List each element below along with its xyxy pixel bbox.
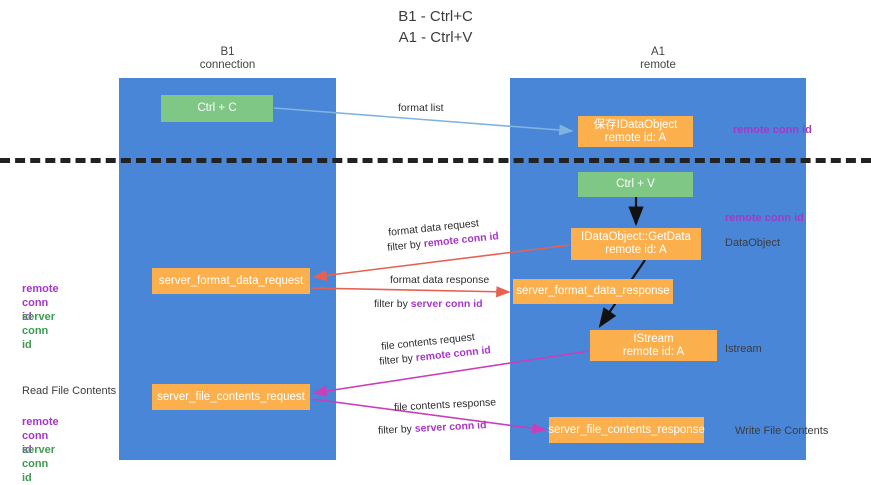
diagram-title: B1 - Ctrl+C A1 - Ctrl+V (398, 8, 473, 46)
filter-key-server-conn-id: server conn id (414, 419, 487, 435)
filter-prefix: filter by (378, 352, 417, 368)
annotation-left-remote-conn-id-2: remote conn id (22, 416, 59, 456)
annotation-left-remote-conn-id: remote conn id (22, 283, 59, 323)
node-idataobject-getdata[interactable]: IDataObject::GetData remote id: A (571, 228, 701, 260)
phase-divider (0, 158, 871, 163)
annotation-istream: Istream (725, 343, 762, 355)
node-server-file-contents-response[interactable]: server_file_contents_response (548, 417, 705, 443)
annotation-left-server-conn-id: server conn id (22, 311, 56, 351)
edge-label-format-data-response: format data response (390, 274, 490, 286)
edge-label-format-list: format list (398, 102, 444, 114)
diagram-canvas: B1 - Ctrl+C A1 - Ctrl+V B1 connection A1… (0, 8, 871, 484)
annotation-left-server-conn-id-2: server conn id (22, 444, 56, 484)
node-ctrl-c[interactable]: Ctrl + C (161, 95, 273, 122)
edge-format-data-response (310, 286, 511, 298)
filter-prefix: filter by (374, 298, 411, 310)
annotation-read-file-contents: Read File Contents (22, 385, 117, 397)
node-save-idataobject[interactable]: 保存IDataObject remote id: A (578, 116, 693, 147)
annotation-remote-conn-id-top: remote conn id (733, 124, 812, 136)
node-ctrl-v[interactable]: Ctrl + V (578, 172, 693, 197)
filter-prefix: filter by (377, 422, 416, 437)
edge-label-format-data-response-filter: filter by server conn id (374, 298, 483, 310)
swimlane-b1-header: B1 connection (199, 46, 256, 71)
node-server-format-data-request[interactable]: server_format_data_request (152, 268, 310, 294)
swimlane-a1-header: A1 remote (640, 46, 676, 71)
filter-prefix: filter by (386, 238, 425, 254)
annotation-remote-conn-id-mid: remote conn id (725, 212, 804, 224)
annotation-dataobject: DataObject (725, 237, 781, 249)
edge-label-file-contents-response-filter: filter by server conn id (378, 419, 487, 437)
annotation-write-file-contents: Write File Contents (735, 425, 829, 437)
filter-key-server-conn-id: server conn id (410, 298, 483, 310)
node-server-file-contents-request[interactable]: server_file_contents_request (152, 384, 310, 410)
node-istream[interactable]: IStream remote id: A (590, 330, 717, 361)
edge-label-file-contents-response: file contents response (393, 396, 497, 414)
node-server-format-data-response[interactable]: server_format_data_response (513, 279, 673, 304)
